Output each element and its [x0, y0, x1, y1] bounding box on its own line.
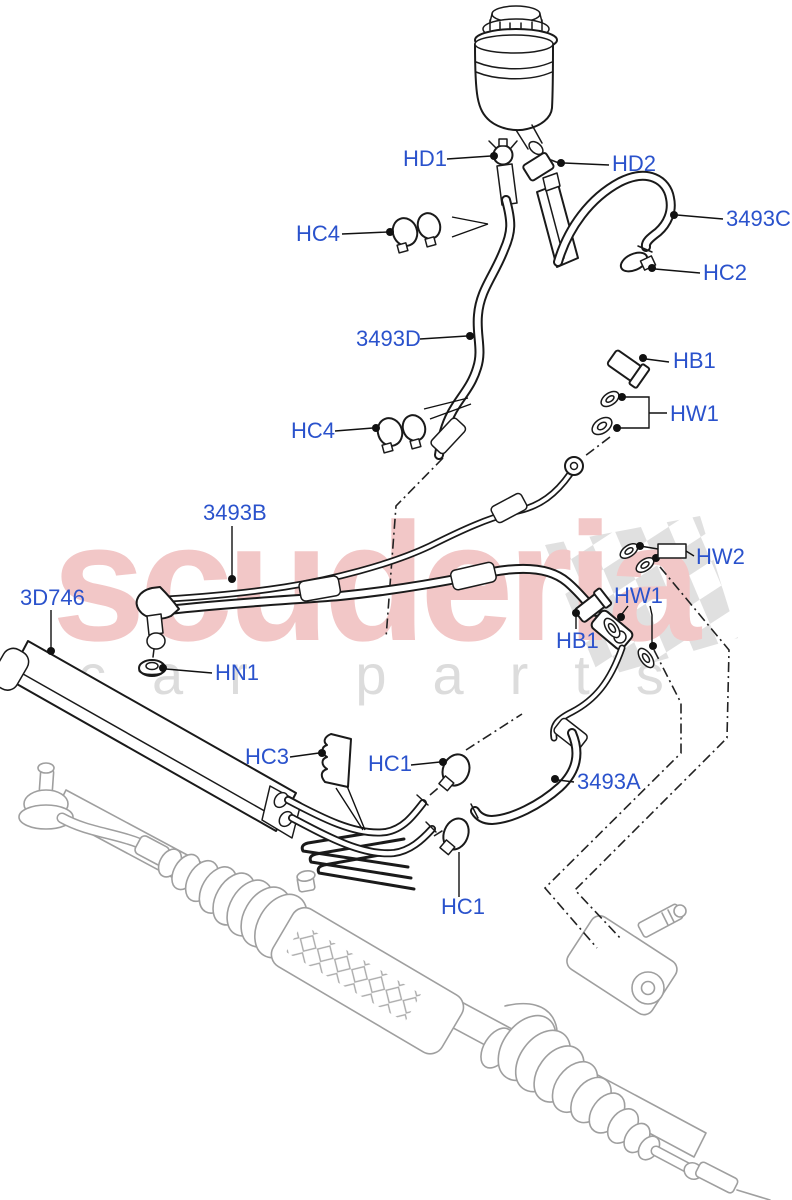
- watermark-subtitle-text: car parts: [78, 643, 710, 706]
- callout-3493D[interactable]: 3493D: [356, 326, 421, 351]
- ferrule: [490, 492, 528, 524]
- clip-HC4-lower: [376, 397, 472, 454]
- cooler-tube-lower: [288, 814, 437, 858]
- tie-rod-right: [650, 1145, 771, 1200]
- rack-bellows-left: [157, 848, 308, 959]
- washers-HW1-lower: [603, 617, 655, 669]
- cooler-end-cap: [0, 647, 30, 691]
- callout-box: [657, 543, 687, 559]
- chevron-bracket: [300, 826, 416, 891]
- fluid-reservoir: [474, 5, 558, 156]
- callout-HC1-upper[interactable]: HC1: [368, 751, 412, 776]
- fitting-HD2: [522, 152, 560, 182]
- callout-HC1-lower[interactable]: HC1: [441, 894, 485, 919]
- clip-HC1-upper: [438, 753, 471, 792]
- callout-3D746[interactable]: 3D746: [20, 585, 85, 610]
- callout-HW1-lower[interactable]: HW1: [614, 583, 663, 608]
- insulator-HC3: [320, 733, 366, 831]
- callout-3493A[interactable]: 3493A: [577, 769, 641, 794]
- fluid-cooler: [0, 640, 437, 858]
- ferrule: [449, 561, 497, 591]
- cooler-tube-upper: [284, 794, 429, 837]
- callout-HC4-upper[interactable]: HC4: [296, 221, 340, 246]
- clamp-HD1: [488, 138, 518, 166]
- bolt-HB1-lower: [574, 587, 613, 623]
- steering-rack-drawing: [18, 762, 771, 1200]
- callout-HC3[interactable]: HC3: [245, 744, 289, 769]
- clamp-HC2: [619, 251, 657, 273]
- clip-HC1-lower: [439, 817, 470, 856]
- hose-assembly-3493B: [135, 456, 601, 658]
- ferrule: [298, 575, 342, 602]
- callout-HN1[interactable]: HN1: [215, 660, 259, 685]
- cooler-elbow-fitting: [135, 586, 180, 658]
- reservoir-body: [474, 43, 554, 132]
- callout-3493C[interactable]: 3493C: [726, 206, 791, 231]
- bolt-HB1-upper: [606, 349, 651, 389]
- callout-HB1-upper[interactable]: HB1: [673, 348, 716, 373]
- callout-HC2[interactable]: HC2: [703, 260, 747, 285]
- checkered-flag-watermark: [545, 516, 738, 678]
- callout-HB1-lower[interactable]: HB1: [556, 628, 599, 653]
- callouts: HD1 HD2 3493C HC4 HC2 3493D HB1 HW1 HC4 …: [20, 146, 791, 919]
- callout-HD1[interactable]: HD1: [403, 146, 447, 171]
- rack-bellows-right: [497, 1014, 661, 1161]
- callout-3493B[interactable]: 3493B: [203, 500, 267, 525]
- washers-HW2: [619, 542, 655, 574]
- callout-HC4-lower[interactable]: HC4: [291, 418, 335, 443]
- rack-rib-pattern: [286, 924, 421, 1022]
- callout-HW2[interactable]: HW2: [696, 544, 745, 569]
- rack-valve-body: [566, 903, 687, 1016]
- clip-HC4-upper: [391, 212, 489, 254]
- hose-3493D: [430, 163, 518, 460]
- hose-end-ferrule: [430, 417, 467, 455]
- hose-3493C: [536, 170, 676, 268]
- callout-HW1-upper[interactable]: HW1: [670, 401, 719, 426]
- washers-HW1-upper: [591, 390, 620, 436]
- callout-HD2[interactable]: HD2: [612, 151, 656, 176]
